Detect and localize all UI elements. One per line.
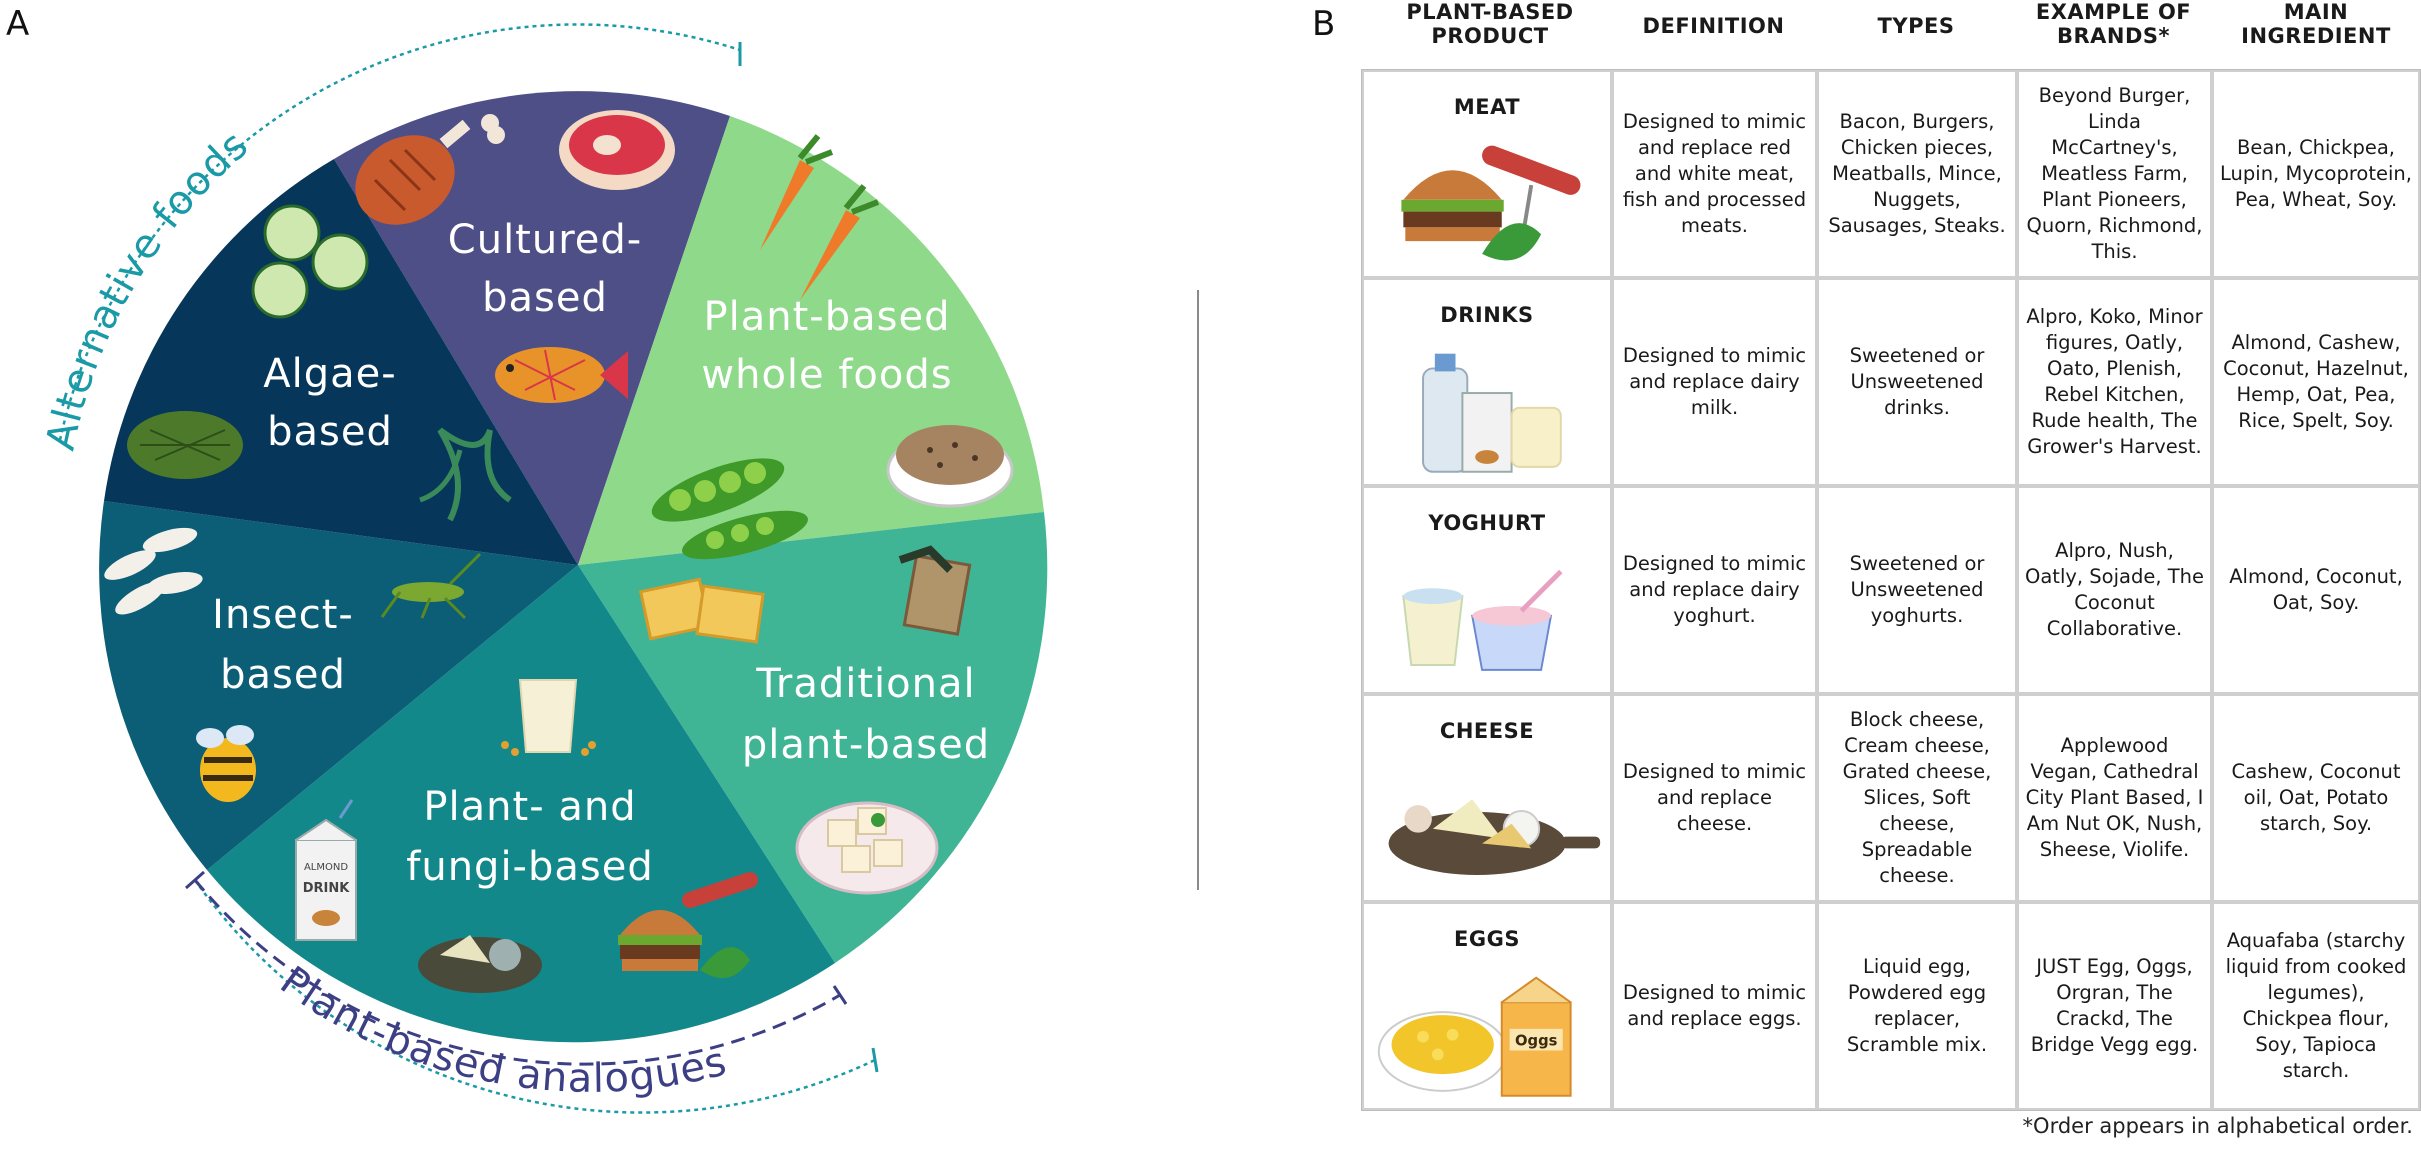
grasshopper-icon (380, 552, 482, 620)
traditional-label-line2: plant-based (742, 722, 990, 768)
types-cheese: Block cheese, Cream cheese, Grated chees… (1817, 694, 2017, 902)
types-yoghurt: Sweetened or Unsweetened yoghurts. (1817, 486, 2017, 694)
table-row-drinks-product: DRINKS (1362, 278, 1612, 486)
analogues-start-tick (185, 870, 205, 890)
product-name-meat: MEAT (1453, 95, 1521, 119)
milk-bottle-icon (1422, 353, 1562, 473)
mealworm-icon (104, 527, 203, 615)
cultured-label-line1: Cultured- (448, 217, 642, 263)
algae-label-line2: based (267, 409, 393, 455)
product-name-eggs: EGGS (1454, 927, 1520, 951)
carton-top-text: ALMOND (304, 862, 348, 873)
brands-eggs: JUST Egg, Oggs, Orgran, The Crackd, The … (2017, 902, 2212, 1110)
brands-cheese: Applewood Vegan, Cathedral City Plant Ba… (2017, 694, 2212, 902)
product-name-cheese: CHEESE (1439, 719, 1535, 743)
alternative-foods-arc (58, 23, 741, 441)
fish-icon (495, 347, 628, 403)
ingredient-cheese: Cashew, Coconut oil, Oat, Potato starch,… (2212, 694, 2420, 902)
plant-fungi-label-line1: Plant- and (423, 784, 636, 830)
carton-word-text: DRINK (303, 881, 351, 896)
plant-whole-label-line2: whole foods (701, 352, 952, 398)
egg-carton-icon: Oggs (1377, 976, 1572, 1097)
product-name-yoghurt: YOGHURT (1428, 511, 1546, 535)
pea-pod-icon (651, 458, 808, 560)
ingredient-meat: Bean, Chickpea, Lupin, Mycoprotein, Pea,… (2212, 70, 2420, 278)
insect-label-line1: Insect- (212, 592, 354, 638)
definition-yoghurt: Designed to mimic and replace dairy yogh… (1612, 486, 1817, 694)
types-eggs: Liquid egg, Powdered egg replacer, Scram… (1817, 902, 2017, 1110)
alternative-foods-wheel: Cultured- based Plant-based whole foods … (38, 23, 1048, 1114)
table-row-meat-product: MEAT (1362, 70, 1612, 278)
plant-fungi-label-line2: fungi-based (406, 844, 653, 890)
brands-drinks: Alpro, Koko, Minor figures, Oatly, Oato,… (2017, 278, 2212, 486)
algae-label-line1: Algae- (263, 351, 396, 397)
cheese-board-icon (1388, 799, 1601, 875)
burger-sausage-icon (1401, 145, 1581, 261)
header-types: TYPES (1877, 14, 1955, 38)
brands-yoghurt: Alpro, Nush, Oatly, Sojade, The Coconut … (2017, 486, 2212, 694)
chicken-leg-icon (355, 114, 505, 225)
seaweed-leaf-icon (127, 411, 243, 479)
carrot-icon (760, 134, 880, 300)
fried-tofu-icon (638, 577, 765, 644)
steak-icon (559, 110, 675, 190)
cultured-label-line2: based (482, 275, 608, 321)
spirulina-icon (419, 427, 512, 522)
types-meat: Bacon, Burgers, Chicken pieces, Meatball… (1817, 70, 2017, 278)
tempeh-icon (898, 545, 972, 636)
panel-divider (1197, 290, 1199, 890)
panel-b-label: B (1312, 4, 1336, 44)
definition-drinks: Designed to mimic and replace dairy milk… (1612, 278, 1817, 486)
cheese-board-icon (418, 935, 542, 993)
milk-glass-icon (501, 679, 596, 756)
table-row-eggs-product: EGGS Oggs (1362, 902, 1612, 1110)
ingredient-yoghurt: Almond, Coconut, Oat, Soy. (2212, 486, 2420, 694)
analogues-end-tick (832, 985, 848, 1005)
plant-based-products-table: MEAT Designed to mimic and replace red a… (1361, 69, 2421, 1111)
definition-cheese: Designed to mimic and replace cheese. (1612, 694, 1817, 902)
plant-whole-label-line1: Plant-based (704, 294, 951, 340)
insect-label-line2: based (220, 652, 346, 698)
product-name-drinks: DRINKS (1440, 303, 1534, 327)
traditional-label-line1: Traditional (755, 661, 975, 707)
alternative-foods-lower-arc (193, 879, 876, 1114)
plant-based-analogues-arc (193, 879, 841, 1066)
table-row-cheese-product: CHEESE (1362, 694, 1612, 902)
algae-cells-icon (251, 204, 369, 319)
definition-meat: Designed to mimic and replace red and wh… (1612, 70, 1817, 278)
panel-a-label: A (6, 4, 30, 44)
drink-carton-icon: ALMOND DRINK (295, 799, 357, 941)
types-drinks: Sweetened or Unsweetened drinks. (1817, 278, 2017, 486)
ingredient-drinks: Almond, Cashew, Coconut, Hazelnut, Hemp,… (2212, 278, 2420, 486)
burger-icon (618, 872, 758, 978)
tofu-plate-icon (795, 801, 939, 895)
ingredient-eggs: Aquafaba (starchy liquid from cooked leg… (2212, 902, 2420, 1110)
definition-eggs: Designed to mimic and replace eggs. (1612, 902, 1817, 1110)
yoghurt-cups-icon (1402, 569, 1563, 671)
arc-bottom-end-tick (871, 1047, 879, 1073)
brands-meat: Beyond Burger, Linda McCartney's, Meatle… (2017, 70, 2212, 278)
table-footnote: *Order appears in alphabetical order. (2022, 1114, 2413, 1138)
grain-bowl-icon (886, 425, 1014, 508)
table-row-yoghurt-product: YOGHURT (1362, 486, 1612, 694)
header-definition: DEFINITION (1642, 14, 1785, 38)
oggs-carton-label: Oggs (1515, 1033, 1558, 1050)
bee-icon (196, 725, 256, 802)
